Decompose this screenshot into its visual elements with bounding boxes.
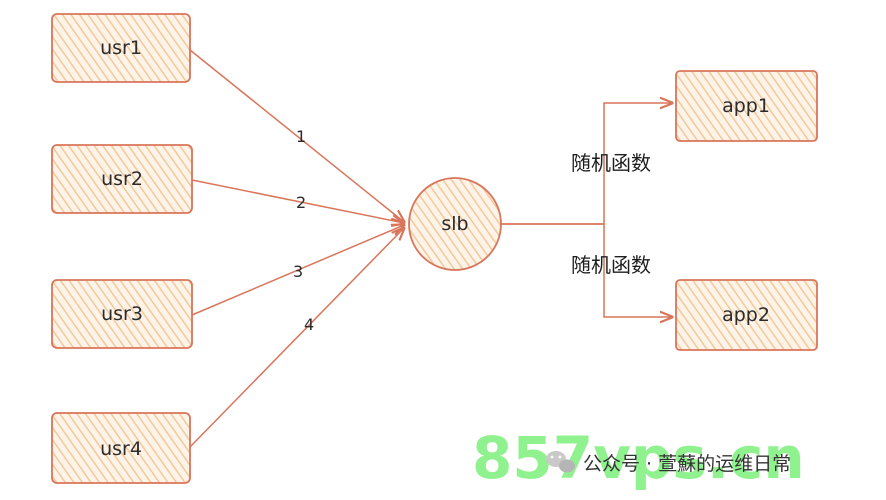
edge-label-random-1: 随机函数: [571, 151, 651, 175]
edge-label-4: 4: [304, 315, 314, 334]
node-usr1: usr1: [51, 13, 191, 83]
node-usr4: usr4: [51, 412, 191, 484]
edge-usr4-slb: [189, 228, 404, 448]
app-nodes: app1 app2: [675, 70, 818, 351]
edges-out: 随机函数 随机函数: [500, 103, 672, 317]
node-usr4-box: [51, 412, 191, 484]
edges-in: 1 2 3 4: [189, 49, 404, 448]
edge-label-random-2: 随机函数: [571, 253, 651, 277]
node-usr1-label: usr1: [100, 37, 142, 59]
edge-usr1-slb: [189, 49, 404, 222]
node-usr1-box: [51, 13, 191, 83]
watermark-account: 公众号 · 萱蘇的运维日常: [583, 453, 791, 475]
node-usr3: usr3: [51, 279, 193, 349]
node-app1-label: app1: [722, 95, 770, 117]
edge-label-3: 3: [293, 262, 303, 281]
node-usr2: usr2: [51, 144, 193, 214]
node-usr2-label: usr2: [101, 168, 143, 190]
edge-slb-app2: [500, 223, 672, 317]
node-app1: app1: [675, 70, 818, 142]
edge-usr3-slb: [191, 225, 404, 316]
node-app2: app2: [675, 279, 818, 351]
edge-label-1: 1: [296, 127, 306, 146]
watermark: 857vps.cn 公众号 · 萱蘇的运维日常: [472, 424, 805, 492]
node-app2-box: [675, 279, 818, 351]
node-usr2-box: [51, 144, 193, 214]
node-usr3-label: usr3: [101, 303, 143, 325]
node-app1-box: [675, 70, 818, 142]
node-slb-label: slb: [441, 213, 468, 235]
edge-label-2: 2: [296, 193, 306, 212]
node-slb-circle: [408, 177, 502, 271]
edge-usr2-slb: [191, 179, 404, 223]
node-usr4-label: usr4: [100, 438, 142, 460]
wechat-icon: [546, 451, 575, 473]
user-nodes: usr1 usr2 usr3 usr4: [51, 13, 193, 484]
node-usr3-box: [51, 279, 193, 349]
node-app2-label: app2: [722, 304, 770, 326]
watermark-brand: 857vps.cn: [472, 424, 805, 492]
node-slb: slb: [408, 177, 502, 271]
